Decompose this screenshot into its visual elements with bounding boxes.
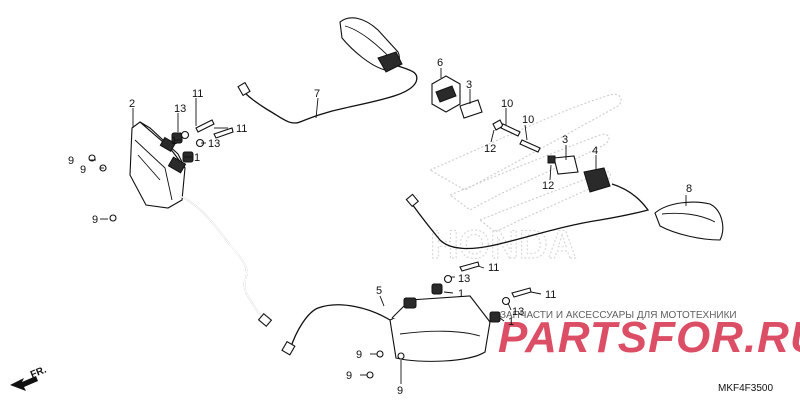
top-winker xyxy=(237,17,418,124)
callout-10-b: 10 xyxy=(522,114,534,126)
callout-9-rear-b: 9 xyxy=(346,370,352,382)
callout-2-winker-left: 2 xyxy=(129,98,135,110)
callout-9-rear-c: 9 xyxy=(397,385,403,397)
callout-9-left-c: 9 xyxy=(92,214,98,226)
callout-9-left-a: 9 xyxy=(68,155,74,167)
callout-1-rear-b: 1 xyxy=(508,316,514,328)
front-direction-label: FR. xyxy=(29,364,48,380)
callout-11-rear-b: 11 xyxy=(545,289,556,301)
callout-numbers: 2 13 11 1 1 11 13 9 9 9 7 6 3 10 10 12 3… xyxy=(68,57,692,397)
callout-7-cable: 7 xyxy=(314,88,320,100)
callout-1-left-b: 1 xyxy=(194,152,200,164)
leader-lines xyxy=(89,68,687,384)
front-left-winker-cable xyxy=(179,195,273,328)
callout-4-connector: 4 xyxy=(592,145,598,157)
connector-group-upper xyxy=(431,75,611,193)
rear-winker-assembly xyxy=(281,261,532,379)
callout-1-rear-a: 1 xyxy=(458,288,464,300)
callout-13-upper-left: 13 xyxy=(174,103,186,115)
callout-9-left-b: 9 xyxy=(80,164,86,176)
callout-11-rear-a: 11 xyxy=(488,262,499,274)
callout-9-rear-a: 9 xyxy=(356,349,362,361)
callout-3-lower: 3 xyxy=(562,134,568,146)
callout-5-rear-winker: 5 xyxy=(376,285,382,297)
callout-11-top-left: 11 xyxy=(192,88,203,100)
callout-13-rear-b: 13 xyxy=(512,306,524,318)
callout-3-upper: 3 xyxy=(466,79,472,91)
front-direction-arrow: FR. xyxy=(10,364,48,391)
callout-12-a: 12 xyxy=(484,143,496,155)
shop-watermark: ЗАПЧАСТИ И АКСЕССУАРЫ ДЛЯ МОТОТЕХНИКИ PA… xyxy=(498,310,800,362)
shop-tagline: ЗАПЧАСТИ И АКСЕССУАРЫ ДЛЯ МОТОТЕХНИКИ xyxy=(500,310,737,321)
front-left-winker xyxy=(88,119,234,222)
callout-13-left-b: 13 xyxy=(208,138,220,150)
callout-10-a: 10 xyxy=(501,98,513,110)
diagram-code: MKF4F3500 xyxy=(718,383,773,394)
callout-13-rear-a: 13 xyxy=(458,273,470,285)
callout-6-connector: 6 xyxy=(437,57,443,69)
callout-12-b: 12 xyxy=(542,180,554,192)
right-winker xyxy=(405,183,724,250)
shop-name: PARTSFOR.RU xyxy=(498,313,800,362)
callout-1-left-a: 1 xyxy=(171,135,177,147)
callout-8-winker-right: 8 xyxy=(686,183,692,195)
callout-11-left-b: 11 xyxy=(236,123,247,135)
